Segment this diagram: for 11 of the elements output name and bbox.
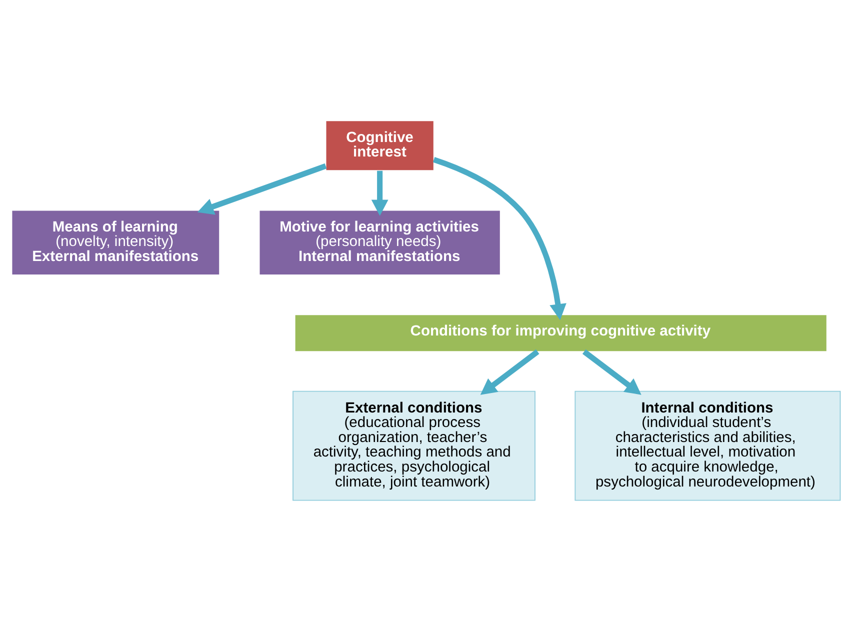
arrow <box>480 348 540 394</box>
node-box: Internal conditions (individual student’s characteristics and abilities, intellectual level, motivation to acquire knowledge, psychological neurodevelopment) <box>574 390 841 500</box>
arrow <box>371 170 388 216</box>
node-box: External conditions (educational process organization, teacher’s activity, teaching methods and practices, psychological climate, joint teamwork) <box>292 390 536 500</box>
node-box: Cognitive interest <box>325 120 434 171</box>
arrow <box>582 348 642 394</box>
arrow <box>432 156 566 320</box>
node-box: Conditions for improving cognitive activity <box>294 314 828 352</box>
node-box: Means of learning (novelty, intensity) External manifestations <box>11 209 220 275</box>
arrow <box>197 162 327 214</box>
node-box: Motive for learning activities (personality needs) Internal manifestations <box>258 209 501 275</box>
